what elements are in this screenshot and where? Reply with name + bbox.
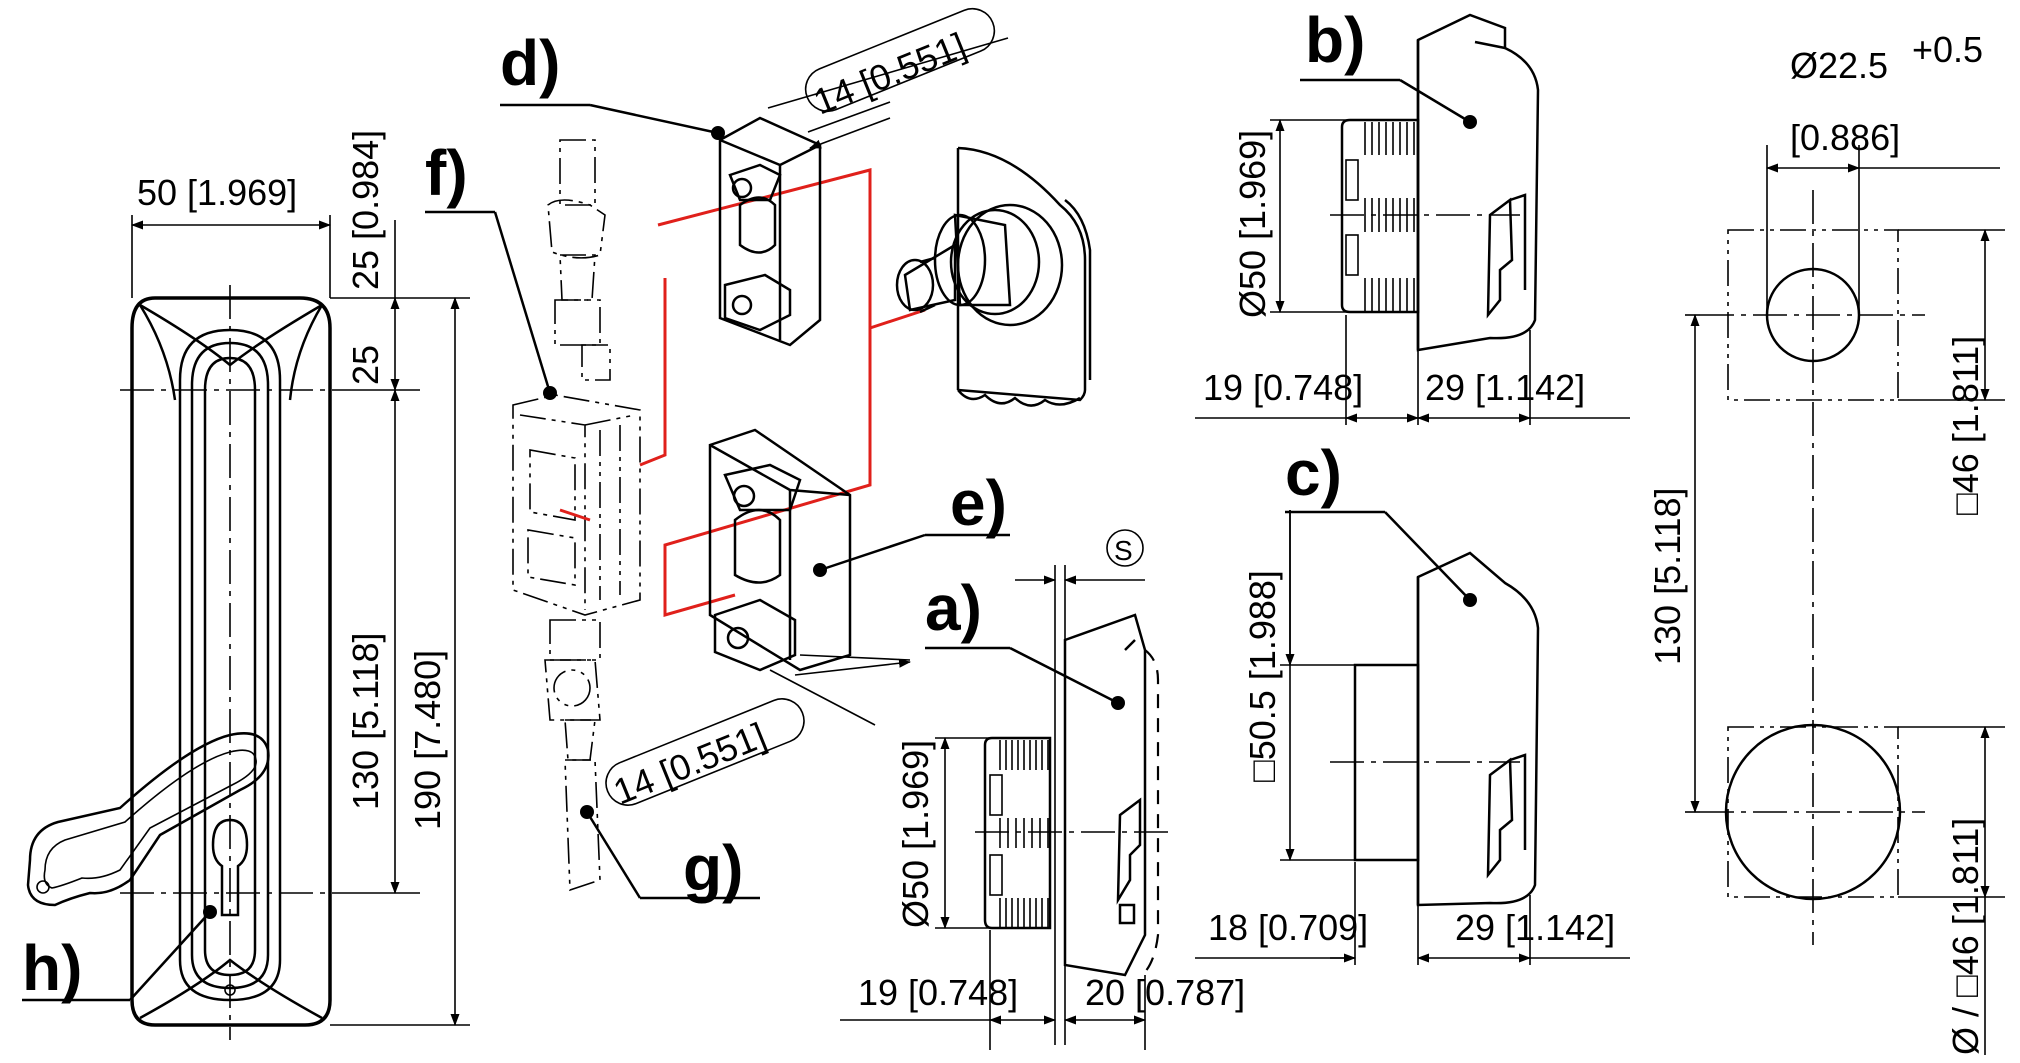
section-a-depth-front-label: 19 [0.748] bbox=[858, 972, 1018, 1013]
cutout-hole-tolerance-label: +0.5 bbox=[1912, 29, 1983, 70]
section-c-square-label: □50.5 [1.988] bbox=[1242, 570, 1283, 782]
handle-front-view: 50 [1.969] 25 25 [0.984] 130 [5.118] 190… bbox=[26, 130, 470, 1040]
section-a-depth-back-label: 20 [0.787] bbox=[1085, 972, 1245, 1013]
callout-f: f) bbox=[425, 137, 557, 400]
bracket-top-dimension-label: 14 [0.551] bbox=[808, 24, 972, 122]
bracket-top-dimension: 14 [0.551] bbox=[767, 7, 1009, 149]
section-c-view: □50.5 [1.988] 18 [0.709] 29 [1.142] bbox=[1195, 510, 1630, 965]
handle-top-offset-label: 25 bbox=[345, 345, 386, 385]
handle-length-label: 190 [7.480] bbox=[407, 650, 448, 830]
callout-d-label: d) bbox=[500, 27, 560, 99]
cutout-bottom-label: Ø / □46 [1.811] bbox=[1945, 818, 1986, 1055]
callout-d: d) bbox=[500, 27, 725, 140]
callout-e: e) bbox=[813, 467, 1010, 577]
section-a-knurl bbox=[999, 740, 1049, 928]
handle-pitch-label: 130 [5.118] bbox=[345, 633, 386, 811]
handle-width-label: 50 [1.969] bbox=[137, 172, 297, 213]
section-b-knurl bbox=[1364, 122, 1415, 312]
cutout-pitch-label: 130 [5.118] bbox=[1647, 488, 1688, 666]
callout-h-label: h) bbox=[22, 932, 82, 1004]
callout-a-label: a) bbox=[925, 572, 982, 644]
cutout-hole-inch-label: [0.886] bbox=[1790, 117, 1900, 158]
section-b-diameter-label: Ø50 [1.969] bbox=[1232, 130, 1273, 318]
section-a-view: Ø50 [1.969] 19 [0.748] 20 [0.787] S bbox=[840, 529, 1245, 1050]
section-a-symbol-circle bbox=[1106, 529, 1144, 567]
exploded-assembly-view bbox=[512, 116, 1092, 892]
callout-g: g) bbox=[580, 805, 760, 904]
section-a-symbol-label: S bbox=[1114, 535, 1133, 566]
callout-e-label: e) bbox=[950, 467, 1007, 539]
callout-b-label: b) bbox=[1305, 4, 1365, 76]
bracket-bottom-dimension-label: 14 [0.551] bbox=[608, 714, 772, 812]
section-c-depth-back-label: 29 [1.142] bbox=[1455, 907, 1615, 948]
callout-c-label: c) bbox=[1285, 437, 1342, 509]
cutout-hole-diameter-label: Ø22.5 bbox=[1790, 45, 1888, 86]
cutout-square-top-label: □46 [1.811] bbox=[1945, 336, 1986, 515]
callout-h: h) bbox=[22, 905, 217, 1004]
panel-cutout-view: Ø22.5 +0.5 [0.886] □46 [1.811] 130 [5.11… bbox=[1647, 29, 2005, 1055]
callout-b: b) bbox=[1300, 4, 1477, 129]
section-b-depth-front-label: 19 [0.748] bbox=[1203, 367, 1363, 408]
section-b-view: Ø50 [1.969] 19 [0.748] 29 [1.142] bbox=[1195, 13, 1630, 425]
section-c-depth-front-label: 18 [0.709] bbox=[1208, 907, 1368, 948]
section-a-diameter-label: Ø50 [1.969] bbox=[895, 740, 936, 928]
section-b-depth-back-label: 29 [1.142] bbox=[1425, 367, 1585, 408]
callout-a: a) bbox=[925, 572, 1125, 710]
handle-top-offset-full-label: 25 [0.984] bbox=[345, 130, 386, 290]
bracket-bottom-dimension: 14 [0.551] bbox=[605, 654, 911, 812]
callout-c: c) bbox=[1285, 437, 1477, 607]
callout-g-label: g) bbox=[683, 832, 743, 904]
callout-f-label: f) bbox=[425, 137, 468, 209]
